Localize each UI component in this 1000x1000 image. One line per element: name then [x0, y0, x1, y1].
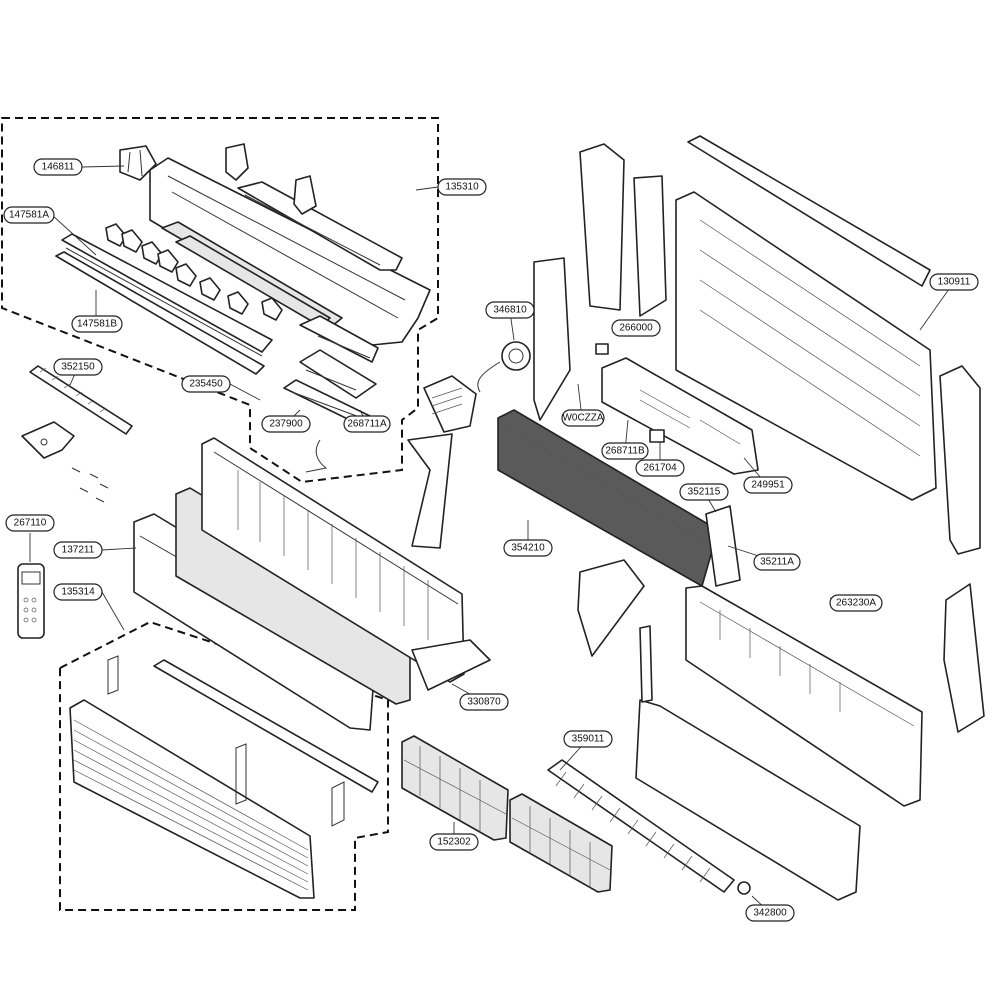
fan-motor-346810	[477, 257, 571, 421]
part-label-263230A: 263230A	[829, 594, 883, 612]
part-label-342800: 342800	[745, 904, 795, 922]
cabinet-frame-330870	[201, 437, 491, 691]
part-label-35211A: 35211A	[753, 553, 801, 571]
svg-text:137211: 137211	[62, 545, 95, 556]
svg-text:263230A: 263230A	[836, 598, 876, 609]
svg-text:261704: 261704	[643, 463, 677, 474]
svg-text:354210: 354210	[511, 543, 545, 554]
louver-blade-set	[105, 223, 283, 321]
svg-text:237900: 237900	[269, 419, 303, 430]
screw-set	[71, 467, 109, 503]
part-label-267110: 267110	[5, 514, 55, 532]
air-filter-right	[509, 793, 613, 893]
bearing-shaft	[29, 365, 133, 435]
part-label-135314: 135314	[53, 583, 103, 601]
drain-bracket	[577, 559, 645, 657]
svg-text:147581A: 147581A	[9, 210, 49, 221]
side-bracket-right	[943, 583, 985, 733]
part-label-235450: 235450	[181, 375, 231, 393]
svg-text:130911: 130911	[938, 277, 971, 288]
svg-text:359011: 359011	[572, 734, 605, 745]
electrical-box-cover	[423, 375, 477, 433]
svg-text:330870: 330870	[467, 697, 501, 708]
part-label-346810: 346810	[485, 301, 535, 319]
svg-text:152302: 152302	[437, 837, 471, 848]
svg-text:W0CZZA: W0CZZA	[562, 413, 603, 424]
part-label-249951: 249951	[743, 476, 793, 494]
part-label-352150: 352150	[53, 358, 103, 376]
part-label-W0CZZA: W0CZZA	[561, 409, 605, 427]
part-label-137211: 137211	[53, 541, 103, 559]
svg-text:35211A: 35211A	[760, 557, 794, 568]
svg-text:342800: 342800	[753, 908, 787, 919]
svg-text:267110: 267110	[14, 518, 47, 529]
part-label-330870: 330870	[459, 693, 509, 711]
front-grille	[69, 655, 379, 899]
part-label-152302: 152302	[429, 833, 479, 851]
svg-text:346810: 346810	[493, 305, 527, 316]
svg-text:352150: 352150	[61, 362, 95, 373]
part-label-237900: 237900	[261, 415, 311, 433]
svg-text:352115: 352115	[688, 487, 721, 498]
part-label-268711B: 268711B	[601, 442, 649, 460]
rear-chassis-130911	[579, 135, 981, 555]
part-label-147581A: 147581A	[3, 206, 55, 224]
part-label-135310: 135310	[437, 178, 487, 196]
part-label-146811: 146811	[33, 158, 83, 176]
svg-text:268711B: 268711B	[605, 446, 645, 457]
mounting-bracket	[21, 421, 75, 459]
evaporator-end-bracket	[407, 433, 453, 549]
svg-text:235450: 235450	[189, 379, 223, 390]
part-label-130911: 130911	[929, 273, 979, 291]
cross-flow-fan	[547, 759, 751, 895]
part-label-268711A: 268711A	[343, 415, 391, 433]
grille-group-boundary	[59, 620, 389, 911]
svg-text:146811: 146811	[42, 162, 75, 173]
svg-text:147581B: 147581B	[77, 319, 117, 330]
part-label-359011: 359011	[563, 730, 613, 748]
part-label-266000: 266000	[611, 319, 661, 337]
svg-text:249951: 249951	[751, 480, 785, 491]
vane-motor-bracket	[283, 349, 377, 473]
drain-pan-base	[635, 585, 923, 901]
part-label-354210: 354210	[503, 539, 553, 557]
pcb-board	[595, 343, 759, 475]
remote-control	[17, 563, 45, 639]
part-label-261704: 261704	[635, 459, 685, 477]
svg-text:135310: 135310	[445, 182, 479, 193]
part-label-352115: 352115	[679, 483, 729, 501]
air-filter-left	[401, 735, 509, 841]
svg-text:135314: 135314	[61, 587, 95, 598]
svg-text:268711A: 268711A	[347, 419, 387, 430]
horizontal-vane	[55, 233, 273, 375]
svg-text:266000: 266000	[619, 323, 653, 334]
evaporator-coil	[497, 409, 741, 587]
part-label-147581B: 147581B	[71, 315, 123, 333]
